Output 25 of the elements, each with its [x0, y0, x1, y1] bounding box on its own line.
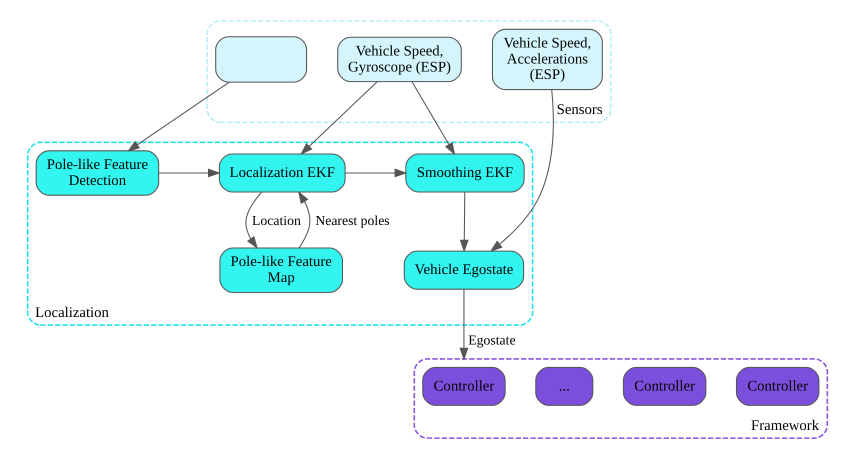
arrow — [297, 190, 310, 248]
node-box: Vehicle Speed, Gyroscope (ESP) — [336, 36, 462, 82]
node-box: Smoothing EKF — [404, 153, 524, 193]
node-box: Pole-like Feature Map — [218, 247, 342, 293]
node-box: ... — [534, 366, 593, 406]
node-box: Localization EKF — [218, 153, 346, 193]
arrow — [158, 168, 220, 178]
node-box: Controller — [622, 366, 706, 406]
edge-label: Location — [252, 213, 300, 228]
node-box: Controller — [735, 366, 819, 406]
node-box: Pole-like Feature Detection — [35, 150, 159, 196]
node-box — [214, 36, 307, 83]
arrow — [300, 81, 378, 155]
arrow — [126, 82, 229, 152]
arrow — [344, 168, 407, 178]
edge-label: Egostate — [468, 332, 516, 348]
node-box: Vehicle Egostate — [403, 250, 524, 290]
node-box: Vehicle Speed, Accelerations (ESP) — [491, 28, 602, 90]
edge-label: Nearest poles — [314, 213, 390, 228]
arrow — [411, 82, 455, 156]
node-box: Controller — [422, 366, 506, 406]
arrow — [459, 290, 468, 360]
arrow — [489, 90, 554, 252]
arrow — [459, 192, 468, 252]
arrow — [244, 192, 262, 249]
